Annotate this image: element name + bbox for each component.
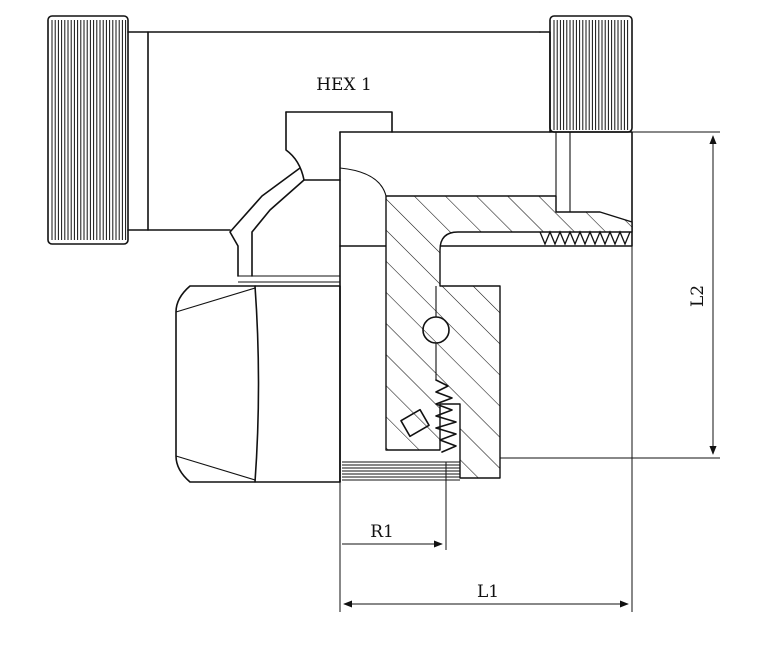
- dimension-lines: [339, 131, 720, 612]
- swivel-hex-nut: [175, 285, 341, 483]
- bottom-seat-thread: [342, 461, 460, 481]
- left-thread-lines: [51, 20, 127, 240]
- right-thread-lines: [553, 20, 629, 130]
- r1-label: R1: [370, 522, 394, 542]
- left-thread: [47, 15, 129, 245]
- l2-label: L2: [688, 285, 708, 307]
- l1-label: L1: [477, 582, 499, 602]
- set-screw: [400, 408, 430, 438]
- thread-teeth-path: [539, 230, 631, 246]
- hex-1-label: HEX 1: [316, 75, 372, 95]
- section-thread-teeth: [539, 230, 631, 246]
- section-view: [339, 131, 633, 483]
- hex-1-flats: [229, 111, 393, 283]
- right-thread: [549, 15, 633, 133]
